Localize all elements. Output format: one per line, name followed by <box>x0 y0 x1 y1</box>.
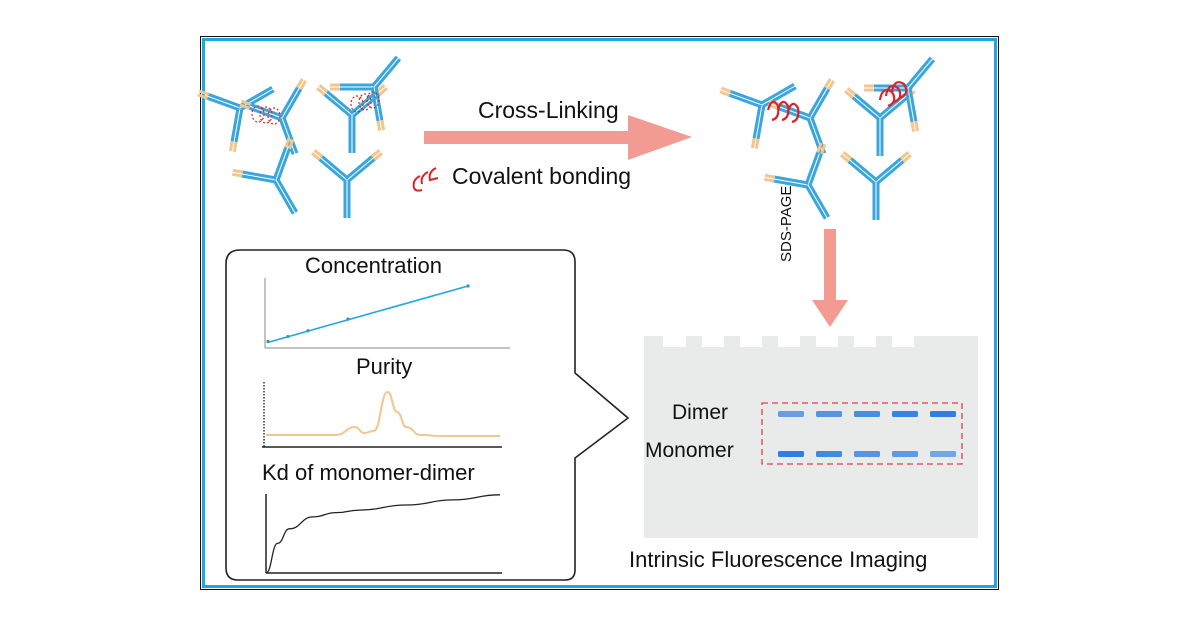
crosslink-rings-1 <box>766 100 800 124</box>
cross-linking-arrow <box>424 115 692 160</box>
crosslink-dots-1 <box>251 105 281 125</box>
concentration-title: Concentration <box>305 253 442 278</box>
gel <box>644 336 978 538</box>
dimer-band-4 <box>892 411 918 417</box>
monomer-bands <box>778 451 956 457</box>
covalent-bonding-label: Covalent bonding <box>452 163 632 189</box>
dimer-bands <box>778 411 956 417</box>
dimer-band-5 <box>930 411 956 417</box>
antibody-before-5 <box>229 135 327 231</box>
cross-linking-label: Cross-Linking <box>478 97 619 123</box>
purity-trace <box>266 390 500 437</box>
dimer-label: Dimer <box>672 401 728 424</box>
antibody-before-6 <box>311 149 383 218</box>
kd-chart <box>265 494 502 574</box>
dimer-band-1 <box>778 411 804 417</box>
sds-page-label: SDS-PAGE <box>778 185 795 262</box>
dimer-band-3 <box>854 411 880 417</box>
concentration-fit-line <box>267 285 469 344</box>
gel-caption: Intrinsic Fluorescence Imaging <box>629 547 928 572</box>
antibody-after-4 <box>860 35 960 135</box>
antibody-after-2 <box>765 76 857 167</box>
antibody-after-5 <box>761 140 859 236</box>
figure-frame <box>200 36 999 590</box>
monomer-band-1 <box>778 451 804 457</box>
antibody-after-6 <box>840 151 912 220</box>
antibody-after-1 <box>717 54 813 152</box>
antibody-before-4 <box>326 34 426 134</box>
kd-curve <box>265 494 501 574</box>
concentration-chart <box>264 278 510 349</box>
analysis-callout-box <box>225 249 630 581</box>
crosslink-rings-2 <box>878 81 908 108</box>
crosslink-dots-2 <box>350 91 380 113</box>
sds-page-arrow <box>812 229 848 327</box>
purity-chart <box>262 382 502 448</box>
monomer-label: Monomer <box>645 439 734 462</box>
kd-title: Kd of monomer-dimer <box>262 460 475 485</box>
covalent-bond-icon <box>412 167 439 192</box>
dimer-band-2 <box>816 411 842 417</box>
purity-title: Purity <box>356 354 413 379</box>
figure-frame-inner <box>202 38 997 588</box>
monomer-band-5 <box>930 451 956 457</box>
band-selection-box <box>761 402 963 465</box>
monomer-band-2 <box>816 451 842 457</box>
monomer-band-4 <box>892 451 918 457</box>
monomer-band-3 <box>854 451 880 457</box>
